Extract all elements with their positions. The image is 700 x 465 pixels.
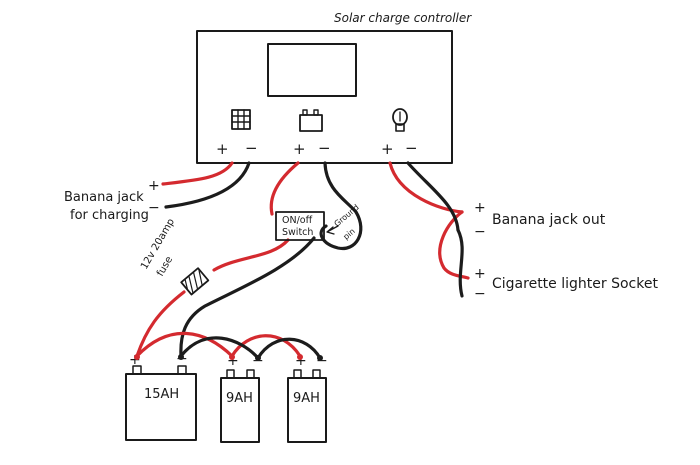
cig-socket-label: Cigarette lighter Socket (492, 276, 658, 292)
terminal-negative (177, 365, 187, 375)
charging-jack-minus-sign: − (148, 200, 160, 216)
battery-plus-sign: + (293, 140, 306, 158)
battery-2-plus-sign: + (227, 353, 239, 369)
solar-minus-sign: − (245, 139, 258, 157)
battery-2-label: 9AH (226, 391, 253, 406)
battery-negative-link-1 (179, 336, 260, 360)
terminal-negative (246, 369, 255, 379)
terminal-negative (312, 369, 321, 379)
output-positive-link (438, 210, 470, 280)
output-negative-link (456, 228, 464, 298)
battery-negative-link-2 (256, 337, 322, 360)
controller-title: Solar charge controller (334, 11, 472, 25)
banana-out-minus-sign: − (474, 224, 486, 240)
charging-negative-wire (164, 161, 251, 209)
battery-9ah-1: + − 9AH (220, 353, 264, 443)
battery-15ah: + − 15AH (125, 351, 197, 441)
battery-2-minus-sign: − (252, 353, 264, 369)
dot-4 (255, 355, 261, 361)
charging-jack-label-line1: Banana jack (64, 190, 144, 205)
charging-jack-label-line2: for charging (70, 208, 149, 223)
fuse-label-line2: fuse (155, 255, 175, 279)
on-off-switch: ON/off Switch Ground pin (275, 203, 361, 242)
fuse-to-battery-wire (135, 290, 186, 358)
switch-label-line1: ON/off (282, 215, 313, 226)
battery-icon (299, 109, 323, 132)
switch-label-line2: Switch (282, 227, 313, 238)
battery-3-minus-sign: − (316, 353, 328, 369)
charging-jack-plus-sign: + (148, 178, 160, 194)
dot-2 (178, 354, 184, 360)
cig-socket-minus-sign: − (474, 286, 486, 302)
ground-pin-arrow-icon (326, 225, 339, 235)
charging-jack: Banana jack for charging + − (64, 178, 160, 223)
fuse: 12v 20amp fuse (139, 217, 210, 296)
terminal-positive (226, 369, 235, 379)
banana-out-label: Banana jack out (492, 212, 606, 228)
battery-positive-link-2 (230, 334, 302, 358)
load-negative-wire (406, 161, 460, 232)
load-plus-sign: + (381, 140, 394, 158)
battery-9ah-2: + − 9AH (287, 353, 328, 443)
battery-minus-sign: − (318, 139, 331, 157)
battery-positive-link-1 (135, 331, 234, 358)
dot-5 (297, 354, 303, 360)
switch-box (275, 211, 325, 241)
battery-1-plus-sign: + (129, 352, 141, 368)
dot-1 (134, 354, 140, 360)
light-bulb-icon (392, 108, 408, 132)
fuse-body (180, 267, 210, 296)
solar-panel-icon (231, 109, 251, 130)
controller-to-switch-wire (269, 161, 300, 216)
charging-positive-wire (161, 161, 234, 186)
charge-controller: Solar charge controller + − + − + − (196, 11, 472, 164)
ground-pin-label-line2: pin (342, 227, 357, 242)
outputs: + − Banana jack out + − Cigarette lighte… (474, 200, 658, 302)
battery-3-plus-sign: + (295, 353, 307, 369)
controller-negative-wire (319, 161, 363, 251)
controller-display (267, 43, 357, 97)
terminal-positive (293, 369, 302, 379)
banana-out-plus-sign: + (474, 200, 486, 216)
battery-1-label: 15AH (144, 387, 179, 402)
load-minus-sign: − (405, 139, 418, 157)
dot-3 (229, 354, 235, 360)
dot-6 (317, 355, 323, 361)
terminal-dots (134, 354, 323, 361)
wires (135, 161, 470, 360)
switch-to-fuse-wire (212, 238, 290, 272)
terminal-positive (132, 365, 142, 375)
cig-socket-plus-sign: + (474, 266, 486, 282)
load-positive-wire (388, 161, 464, 214)
solar-plus-sign: + (216, 140, 229, 158)
battery-3-label: 9AH (293, 391, 320, 406)
